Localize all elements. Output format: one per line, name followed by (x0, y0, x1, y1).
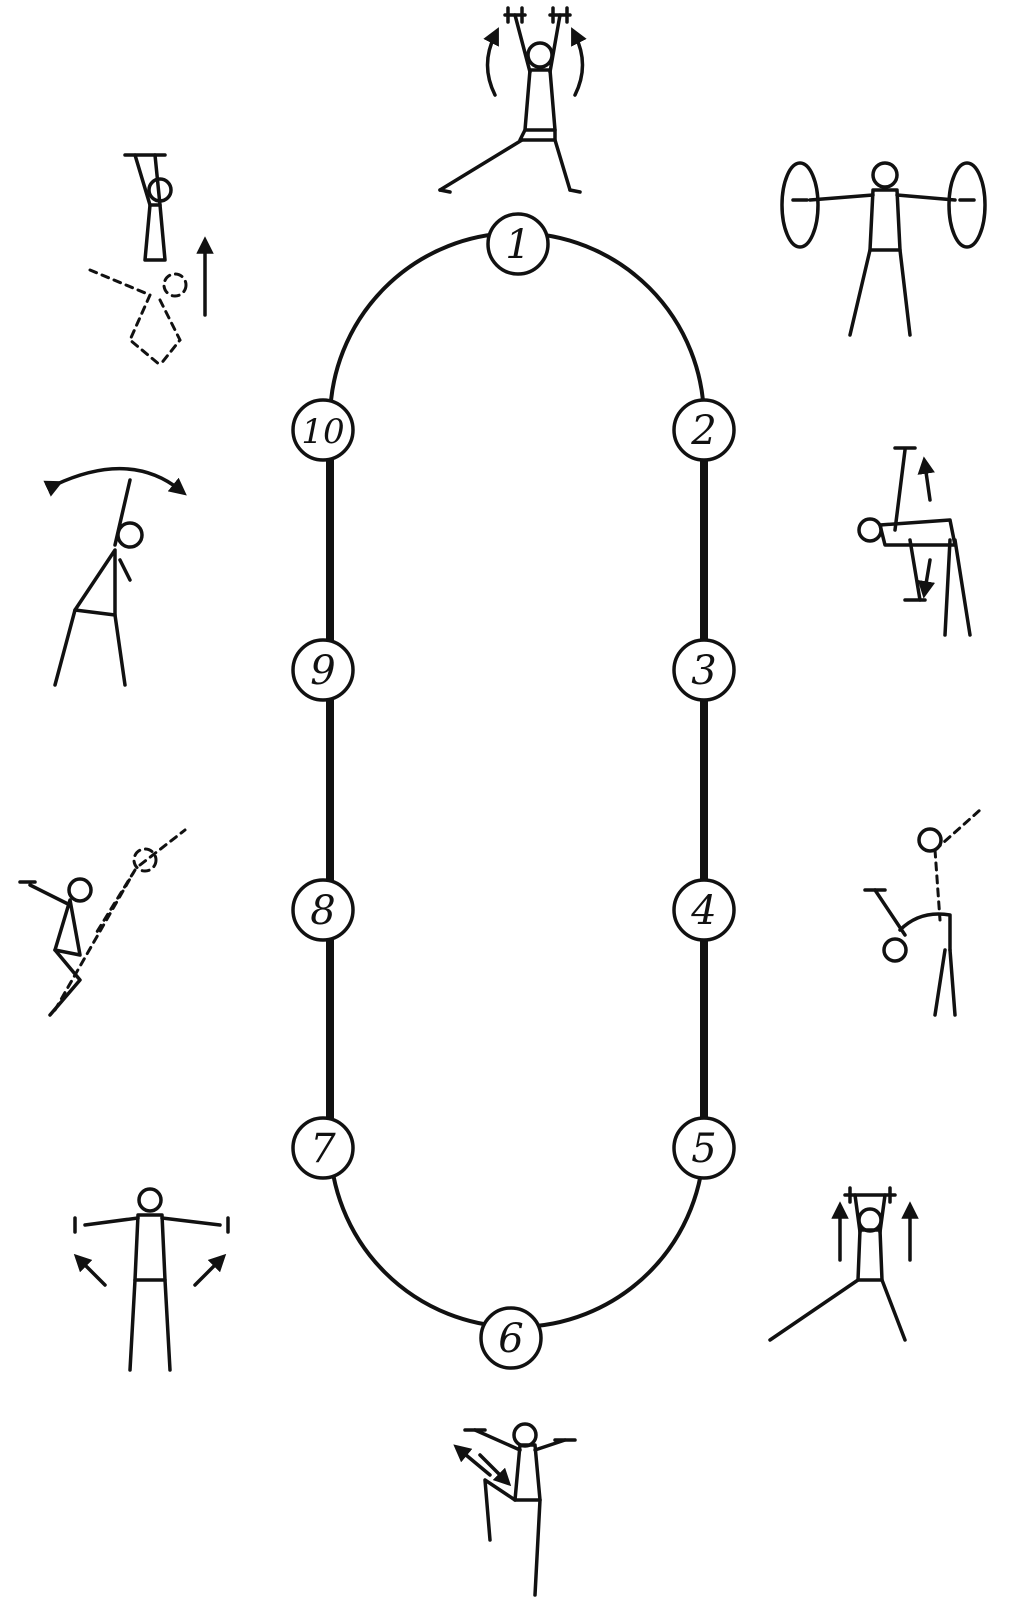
station-label-2: 2 (690, 408, 716, 454)
station-node-7: 7 (293, 1118, 353, 1178)
station-node-3: 3 (674, 640, 734, 700)
side-bend-overhead-arc-icon (55, 469, 180, 685)
station-node-2: 2 (674, 400, 734, 460)
arm-circles-side-raise-icon (782, 163, 985, 335)
station-node-6: 6 (481, 1308, 541, 1368)
station-label-8: 8 (310, 888, 335, 934)
station-label-4: 4 (690, 888, 716, 934)
station-label-5: 5 (691, 1126, 716, 1172)
station-label-7: 7 (310, 1126, 336, 1172)
station-node-9: 9 (293, 640, 353, 700)
station-node-10: 10 (293, 400, 353, 460)
squat-to-overhead-press-icon (90, 155, 205, 365)
station-label-9: 9 (310, 648, 335, 694)
station-label-6: 6 (498, 1316, 523, 1362)
station-label-3: 3 (691, 648, 716, 694)
station-node-4: 4 (674, 880, 734, 940)
lateral-raise-standing-icon (75, 1189, 228, 1370)
station-label-1: 1 (505, 222, 530, 268)
squat-to-diagonal-reach-icon (20, 830, 185, 1015)
bent-over-twist-dumbbell-icon (865, 810, 980, 1015)
station-label-10: 10 (301, 412, 344, 452)
side-lunge-overhead-press-icon (770, 1188, 910, 1340)
station-node-8: 8 (293, 880, 353, 940)
lunge-overhead-dumbbell-circles-icon (440, 8, 583, 192)
circuit-track (330, 233, 704, 1327)
standing-forward-bend-dumbbell-icon (859, 448, 970, 635)
knee-raise-twist-dumbbell-icon (460, 1424, 575, 1595)
station-node-1: 1 (488, 214, 548, 274)
station-node-5: 5 (674, 1118, 734, 1178)
